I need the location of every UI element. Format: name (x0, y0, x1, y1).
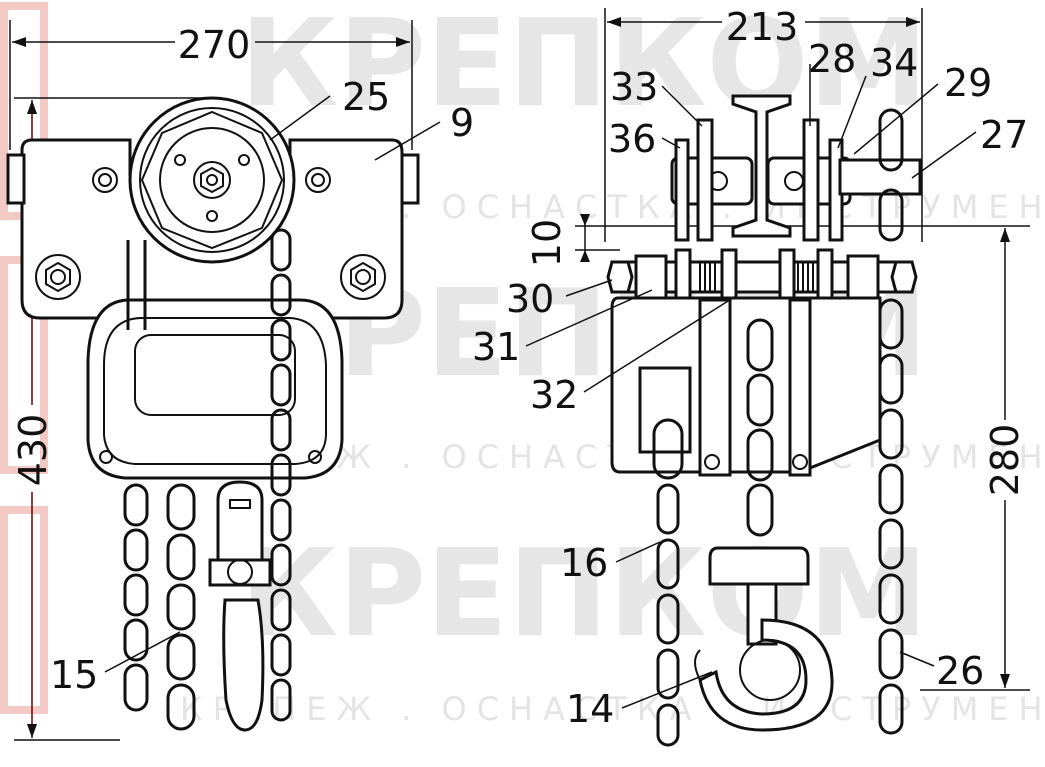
leader-30 (565, 279, 613, 297)
hook-side (694, 546, 834, 732)
leader-33 (661, 85, 703, 127)
hook-front (208, 480, 272, 732)
load-chain-side (652, 418, 684, 747)
trolley-left-block (670, 118, 754, 242)
callout-29: 29 (944, 61, 992, 105)
leader-32 (583, 295, 737, 393)
dim-430-label: 430 (11, 414, 55, 487)
callout-36: 36 (608, 117, 656, 161)
trolley-right-block (766, 118, 922, 242)
dim-280-label: 280 (983, 424, 1027, 497)
callout-14: 14 (566, 687, 614, 731)
dimension-280 (920, 228, 1030, 691)
leader-16 (615, 541, 661, 563)
hoist-body-side (610, 296, 882, 477)
axle-rod (606, 248, 918, 312)
hand-chain-side (878, 108, 904, 735)
callout-16: 16 (560, 541, 608, 585)
hand-chain-front (270, 228, 292, 722)
callout-28: 28 (808, 37, 856, 81)
dimension-213 (604, 8, 923, 242)
i-beam (731, 94, 792, 238)
bolt-upper-right (305, 167, 331, 193)
dim-270-label: 270 (178, 23, 251, 67)
leader-14 (621, 671, 713, 709)
leader-26 (899, 651, 935, 667)
leader-15 (104, 631, 181, 673)
housing-screws (99, 450, 322, 464)
callout-32: 32 (530, 373, 578, 417)
housing-window (134, 334, 296, 416)
bolt-upper-left (92, 167, 118, 193)
hand-chain-hanging-left (123, 483, 149, 712)
side-view: 213 10 280 (472, 5, 1030, 747)
load-chain-front (166, 483, 196, 731)
leader-29 (853, 83, 939, 155)
dimension-270 (9, 20, 413, 150)
hoist-housing (86, 298, 344, 480)
center-chain (746, 318, 774, 537)
callout-15: 15 (50, 653, 98, 697)
front-view: 270 430 (6, 20, 474, 741)
callout-9: 9 (450, 101, 474, 145)
side-plate-left (6, 153, 26, 205)
callout-27: 27 (980, 113, 1028, 157)
handwheel-cover (128, 96, 296, 264)
callout-34: 34 (870, 41, 918, 85)
leader-9 (374, 121, 441, 161)
leader-31 (525, 289, 653, 347)
callout-26: 26 (936, 649, 984, 693)
wheel-bolt-left (35, 254, 81, 300)
dim-213-label: 213 (726, 5, 799, 49)
hand-chain-left (126, 240, 147, 330)
callout-30: 30 (506, 277, 554, 321)
wheel-bolt-right (340, 254, 386, 300)
dim-10-label: 10 (525, 219, 569, 267)
leader-27 (911, 131, 977, 179)
leader-25 (269, 95, 331, 141)
callout-31: 31 (472, 325, 520, 369)
side-plate-right (400, 153, 420, 205)
leader-36 (661, 137, 681, 149)
callout-25: 25 (342, 75, 390, 119)
callout-33: 33 (610, 65, 658, 109)
leader-34 (837, 75, 867, 149)
